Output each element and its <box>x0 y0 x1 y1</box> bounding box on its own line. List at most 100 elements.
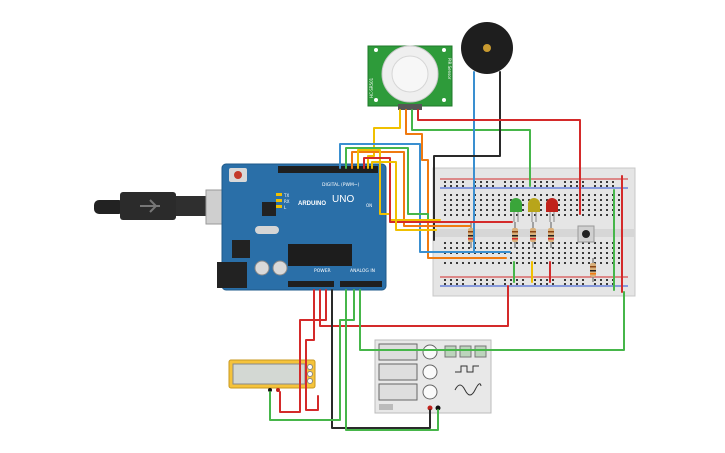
breadboard-hole[interactable] <box>522 257 524 259</box>
pushbutton[interactable] <box>577 225 595 243</box>
breadboard-hole[interactable] <box>480 242 482 244</box>
breadboard-hole[interactable] <box>468 247 470 249</box>
breadboard-hole[interactable] <box>570 209 572 211</box>
breadboard-hole[interactable] <box>486 194 488 196</box>
breadboard-hole[interactable] <box>606 209 608 211</box>
breadboard-hole[interactable] <box>576 262 578 264</box>
breadboard-hole[interactable] <box>576 283 578 285</box>
wire-multimeter-red[interactable] <box>279 289 327 413</box>
breadboard-hole[interactable] <box>582 181 584 183</box>
breadboard-hole[interactable] <box>594 209 596 211</box>
breadboard-hole[interactable] <box>462 185 464 187</box>
breadboard-hole[interactable] <box>492 209 494 211</box>
breadboard-hole[interactable] <box>552 194 554 196</box>
breadboard-hole[interactable] <box>576 185 578 187</box>
wire-buzzer-gnd[interactable] <box>433 71 501 241</box>
breadboard-hole[interactable] <box>504 262 506 264</box>
breadboard-hole[interactable] <box>504 181 506 183</box>
breadboard-hole[interactable] <box>606 262 608 264</box>
breadboard-hole[interactable] <box>522 242 524 244</box>
resistor-5[interactable] <box>590 258 596 282</box>
breadboard-hole[interactable] <box>588 247 590 249</box>
breadboard-hole[interactable] <box>468 209 470 211</box>
breadboard-hole[interactable] <box>450 181 452 183</box>
breadboard-hole[interactable] <box>480 247 482 249</box>
breadboard-hole[interactable] <box>606 194 608 196</box>
breadboard-hole[interactable] <box>492 247 494 249</box>
breadboard-hole[interactable] <box>522 209 524 211</box>
breadboard-hole[interactable] <box>576 181 578 183</box>
breadboard-hole[interactable] <box>516 194 518 196</box>
breadboard-hole[interactable] <box>504 247 506 249</box>
breadboard-hole[interactable] <box>534 247 536 249</box>
wire-gnd-fg[interactable] <box>331 289 431 429</box>
freq-knob[interactable] <box>422 344 438 360</box>
breadboard-hole[interactable] <box>534 257 536 259</box>
breadboard-hole[interactable] <box>462 181 464 183</box>
wire-pir-signal[interactable] <box>367 109 401 169</box>
breadboard-hole[interactable] <box>564 181 566 183</box>
breadboard-hole[interactable] <box>450 247 452 249</box>
breadboard-hole[interactable] <box>504 279 506 281</box>
breadboard-hole[interactable] <box>486 181 488 183</box>
breadboard-hole[interactable] <box>492 283 494 285</box>
breadboard-hole[interactable] <box>510 242 512 244</box>
breadboard-hole[interactable] <box>504 194 506 196</box>
breadboard-hole[interactable] <box>480 204 482 206</box>
breadboard-hole[interactable] <box>450 209 452 211</box>
breadboard-hole[interactable] <box>552 181 554 183</box>
breadboard-hole[interactable] <box>594 194 596 196</box>
breadboard-hole[interactable] <box>534 194 536 196</box>
breadboard-hole[interactable] <box>576 247 578 249</box>
breadboard-hole[interactable] <box>522 199 524 201</box>
breadboard-hole[interactable] <box>594 185 596 187</box>
breadboard-hole[interactable] <box>456 283 458 285</box>
breadboard-hole[interactable] <box>588 214 590 216</box>
breadboard-hole[interactable] <box>606 257 608 259</box>
breadboard-hole[interactable] <box>516 283 518 285</box>
breadboard-hole[interactable] <box>444 283 446 285</box>
wire-analog-multimeter[interactable] <box>269 289 355 421</box>
breadboard-hole[interactable] <box>486 214 488 216</box>
breadboard-hole[interactable] <box>450 204 452 206</box>
breadboard-hole[interactable] <box>492 199 494 201</box>
breadboard-hole[interactable] <box>522 247 524 249</box>
breadboard-hole[interactable] <box>618 262 620 264</box>
wire-digital-red[interactable] <box>363 157 513 223</box>
breadboard-hole[interactable] <box>444 199 446 201</box>
breadboard-hole[interactable] <box>564 247 566 249</box>
breadboard-hole[interactable] <box>444 204 446 206</box>
breadboard-hole[interactable] <box>618 247 620 249</box>
breadboard-hole[interactable] <box>498 242 500 244</box>
breadboard-hole[interactable] <box>546 194 548 196</box>
breadboard-hole[interactable] <box>618 252 620 254</box>
breadboard-hole[interactable] <box>534 214 536 216</box>
wire-digital-blue[interactable] <box>339 143 511 253</box>
breadboard-hole[interactable] <box>582 194 584 196</box>
breadboard-hole[interactable] <box>600 252 602 254</box>
breadboard-hole[interactable] <box>492 204 494 206</box>
breadboard-hole[interactable] <box>522 262 524 264</box>
amp-knob[interactable] <box>422 364 438 380</box>
breadboard-hole[interactable] <box>540 204 542 206</box>
breadboard-hole[interactable] <box>588 252 590 254</box>
breadboard-hole[interactable] <box>474 279 476 281</box>
breadboard-hole[interactable] <box>588 257 590 259</box>
breadboard-hole[interactable] <box>600 262 602 264</box>
breadboard-hole[interactable] <box>468 262 470 264</box>
breadboard-hole[interactable] <box>546 214 548 216</box>
breadboard-hole[interactable] <box>582 252 584 254</box>
breadboard-hole[interactable] <box>588 204 590 206</box>
breadboard-hole[interactable] <box>618 257 620 259</box>
breadboard-hole[interactable] <box>510 181 512 183</box>
breadboard-hole[interactable] <box>582 262 584 264</box>
breadboard-hole[interactable] <box>534 283 536 285</box>
breadboard-hole[interactable] <box>462 194 464 196</box>
breadboard-hole[interactable] <box>564 257 566 259</box>
breadboard-hole[interactable] <box>546 262 548 264</box>
breadboard-hole[interactable] <box>462 279 464 281</box>
breadboard-hole[interactable] <box>582 204 584 206</box>
breadboard-hole[interactable] <box>462 283 464 285</box>
breadboard-hole[interactable] <box>522 204 524 206</box>
breadboard-hole[interactable] <box>540 262 542 264</box>
